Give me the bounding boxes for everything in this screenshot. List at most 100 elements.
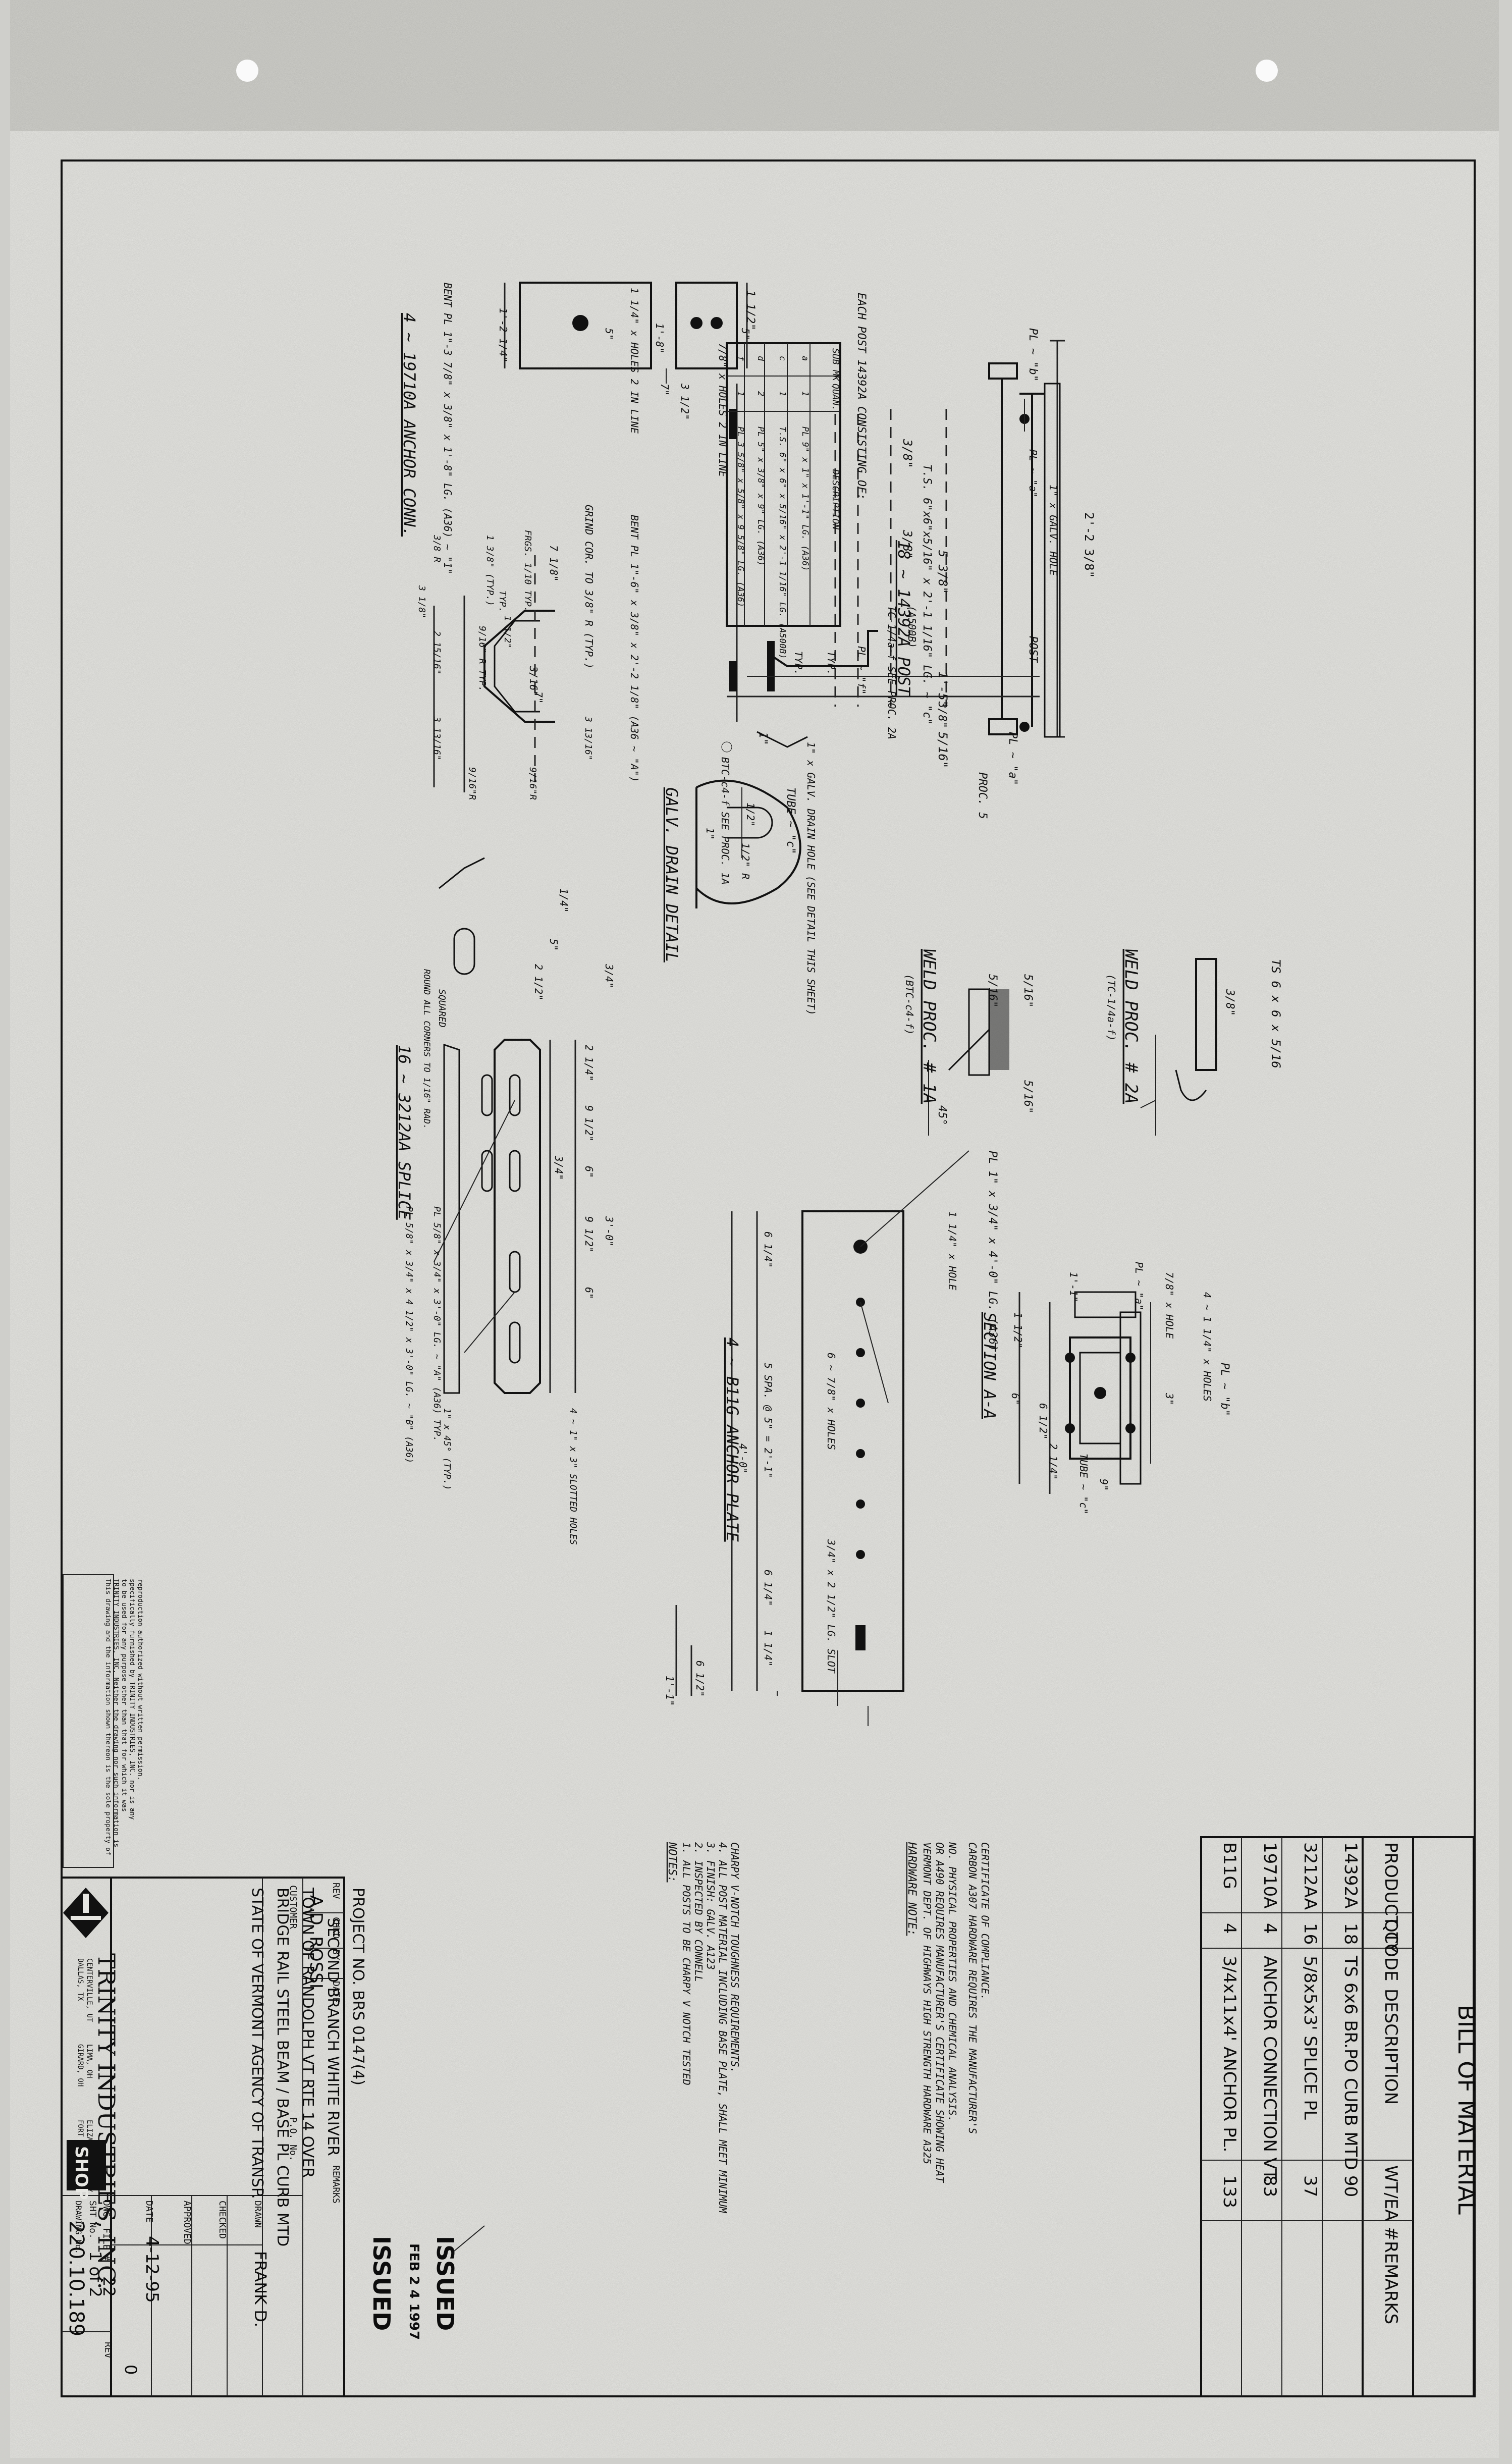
notes-line: 2. INSPECTED BY CONNELL [692, 1842, 705, 1982]
section-dim: 2 1/4" [1047, 1443, 1059, 1480]
anchor-conn-dim: 7 1/8" [548, 545, 560, 581]
weld1a-dim: 5/16" [986, 974, 999, 1007]
post-dim: 5 3/8" [936, 550, 950, 594]
anchor-conn-label: GRIND COR. TO 3/8" R (TYP.) [583, 505, 595, 669]
bom-header-wt: WT/EA # [1381, 2165, 1401, 2241]
post-table-cell: a [800, 356, 810, 361]
bom-wt: 90 [1340, 2175, 1361, 2197]
anchor-conn-dim: 1 1/2" [744, 290, 757, 330]
anchor-conn-dim: 9/16"R [527, 767, 538, 800]
weld2a-subtitle: (TC-1/4a-f) [1105, 974, 1117, 1041]
post-label: 1" x GALV. HOLE [1047, 485, 1059, 576]
drawn-label: DRAWN [252, 2201, 263, 2228]
splice-dim: 2 1/2" [532, 964, 545, 1000]
description-line: BRIDGE RAIL STEEL BEAM / BASE PL CURB MT… [274, 1888, 291, 2246]
post-table-cell: 1 [735, 391, 745, 396]
punch-hole-right [1256, 60, 1278, 82]
splice-label: 1" x 45° (TYP.) [442, 1408, 452, 1490]
post-label: PROC. 5 [976, 772, 989, 819]
hardware-note-title: HARDWARE NOTE: [905, 1842, 918, 1936]
bom-qty: 4 [1219, 1923, 1239, 1934]
bom-wt: 83 [1260, 2175, 1280, 2197]
post-table-row: f 1 PL 3 5/8" x 5/8" x 9 5/8" LG. (A36) [735, 356, 745, 607]
notes-line: 1. ALL POSTS TO BE CHARPY V NOTCH TESTED [680, 1842, 692, 2085]
galv-label: TUBE ~ "c" [784, 787, 797, 854]
anchor-plate-label: 1 1/4" x HOLE [946, 1211, 958, 1291]
post-label: PL ~ "a" [1006, 732, 1019, 785]
anchor-plate-dim: 1'-1" [664, 1676, 676, 1706]
issued-stamp: ISSUED [368, 2236, 395, 2331]
hardware-note-line: VERMONT DEPT. OF HIGHWAYS HIGH STRENGTH … [921, 1842, 933, 2164]
bom-code: 19710A [1260, 1842, 1280, 1908]
description-line: TOWN OF RANDOLPH VT RTE 14 OVER [299, 1887, 316, 2178]
section-dim: 9" [1098, 1479, 1110, 1491]
anchor-plate-dim: 6 1/4" [762, 1231, 774, 1268]
disclaimer-line: specifically furnished by TRINITY INDUST… [128, 1579, 136, 1820]
galv-title: GALV. DRAIN DETAIL [662, 787, 681, 962]
anchor-conn-dim: 3 1/2" [679, 383, 691, 420]
post-label: PL ~ "f" [855, 646, 868, 694]
notes-line: CHARPY V-NOTCH TOUGHNESS REQUIREMENTS. [729, 1842, 741, 2073]
bom-row: 19710A 4 ANCHOR CONNECTION VT. 83 [1260, 1842, 1280, 2197]
post-table-cell: 1 [777, 391, 787, 396]
anchor-conn-label: BENT PL 1"-3 7/8" x 3/8" x 1'-8" LG. (A3… [442, 283, 454, 574]
punch-hole-left [236, 60, 258, 82]
bom-code: 3212AA [1300, 1842, 1320, 1910]
splice-label: 4 ~ 1" x 3" SLOTTED HOLES [568, 1408, 578, 1545]
anchor-conn-dim: 3/8 R [431, 534, 442, 562]
splice-label: PL 5/8" x 3/4" x 3'-0" LG. ~ "A" (A36) T… [431, 1206, 442, 1441]
notes-line: 3. FINISH: GALV. A123 [705, 1842, 717, 1970]
anchor-conn-dim: 1'-2 1/4" [497, 308, 509, 362]
galv-label: 1" [704, 828, 716, 840]
hardware-note-line: CERTIFICATE OF COMPLIANCE. [979, 1842, 991, 2000]
post-label: POST [1027, 636, 1039, 664]
post-table-cell: 1 [800, 391, 810, 396]
section-label: PL ~ "b" [1218, 1363, 1231, 1416]
post-label: PL ~ "b" [1027, 328, 1039, 382]
notes-title: NOTES: [666, 1842, 678, 1882]
approved-label: APPROVED [182, 2201, 192, 2244]
bom-code: 14392A [1340, 1842, 1361, 1908]
bom-title: BILL OF MATERIAL [1453, 2005, 1480, 2215]
post-table-cell: d [755, 356, 766, 361]
bom-qty: 18 [1340, 1923, 1361, 1945]
description-line: SECOND BRANCH WHITE RIVER [324, 1918, 342, 2156]
splice-dim: 3/4" [603, 963, 615, 988]
post-label: 1" x GALV. DRAIN HOLE (SEE DETAIL THIS S… [805, 742, 817, 1015]
post-table-cell: PL 3 5/8" x 5/8" x 9 5/8" LG. (A36) [735, 426, 745, 607]
anchor-conn-label: 1 1/4" x HOLES 2 IN LINE [628, 288, 640, 434]
drawn-by: FRANK D. [251, 2251, 270, 2327]
disclaimer-line: to be used for any purpose other than th… [120, 1579, 128, 1812]
splice-dim: 5" [548, 939, 560, 951]
post-table-cell: PL 9" x 1" x 1'-1" LG. (A36) [800, 426, 810, 571]
splice-dim: 3'-0" [603, 1216, 615, 1247]
section-label: TUBE ~ "c" [1077, 1454, 1090, 1514]
post-dim: 3/8" [936, 701, 948, 728]
bom-header-code: PRODUCT CODE [1381, 1842, 1401, 1981]
post-table-header: SUB MK [830, 348, 841, 382]
checked-label: CHECKED [217, 2201, 228, 2239]
post-table-header: QUAN. [830, 384, 841, 411]
bom-desc: TS 6x6 BR.PO CURB MTD [1340, 1955, 1361, 2170]
splice-dim: 6" [583, 1287, 595, 1299]
splice-dim: 9 1/2" [583, 1105, 595, 1142]
anchor-plate-label: PL 1" x 3/4" x 4'-0" LG. (A36) [986, 1151, 999, 1351]
hardware-note-line: CARBON A307 HARDWARE REQUIRES THE MANUFA… [966, 1842, 979, 2134]
post-label: TYP. [792, 651, 804, 675]
bom-qty: 16 [1300, 1923, 1320, 1945]
shop-logo-text: SHOP [71, 2146, 91, 2200]
post-label: BTC-c4-f SEE PROC. 1A [719, 757, 731, 885]
anchor-conn-dim: 3 13/16" [431, 716, 442, 761]
anchor-plate-dim: 1 1/4" [762, 1630, 774, 1667]
description-line: STATE OF VERMONT AGENCY OF TRANSP. [248, 1888, 266, 2199]
splice-dim: 2 1/4" [583, 1045, 595, 1081]
city: CENTERVILLE, UT [85, 1958, 93, 2022]
description-line: PROJECT NO. BRS 0147(4) [349, 1888, 367, 2085]
city: GIRARD, OH [76, 2044, 84, 2086]
anchor-conn-dim: 9/16"R [467, 767, 477, 800]
bom-header-remarks: REMARKS [1381, 2241, 1401, 2324]
anchor-conn-dim: 5" [739, 328, 751, 340]
anchor-plate-dim: 5 SPA. @ 5" = 2'-1" [762, 1363, 774, 1478]
